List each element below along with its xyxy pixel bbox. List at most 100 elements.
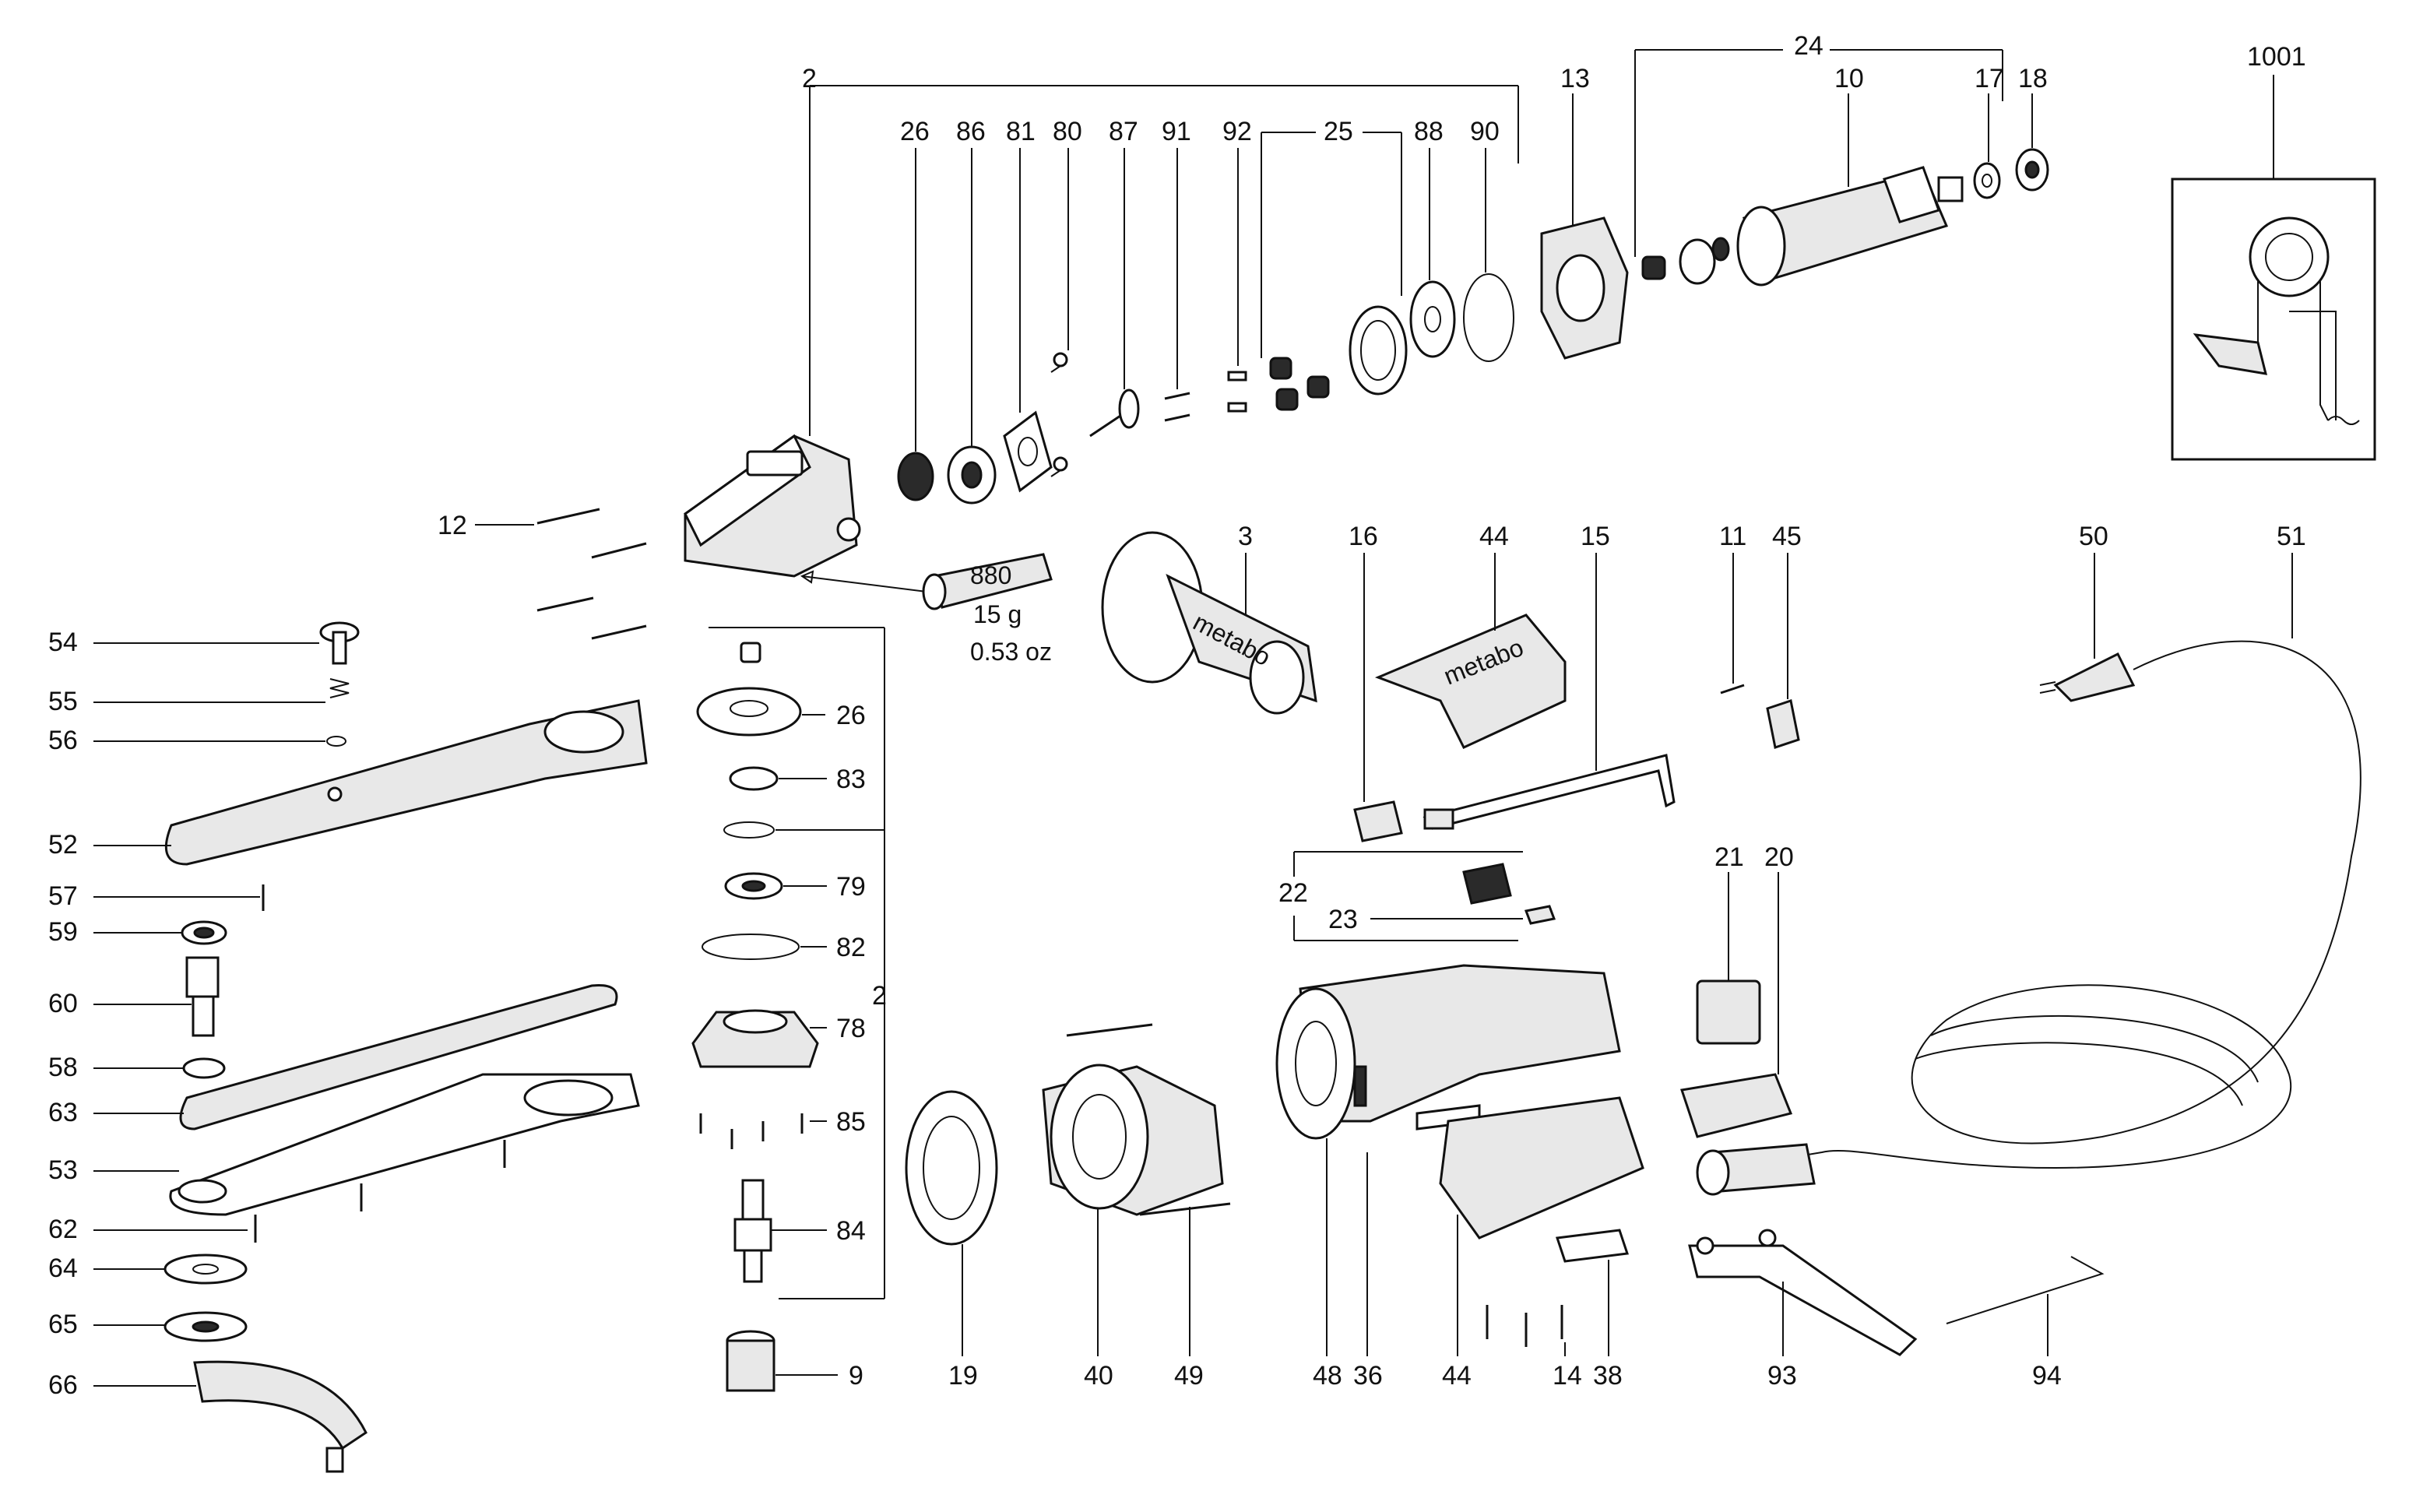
screws-85-part [699,1113,804,1149]
callout-c11: 11 [1719,522,1746,551]
callout-c82: 82 [836,933,866,962]
top-cover-44-part: metabo [1374,614,1567,749]
screws-arm-part [254,1140,506,1243]
gear-housing-part [684,434,861,578]
callout-c24: 24 [1794,31,1823,61]
plug-part [1696,1143,1816,1196]
callout-c15: 15 [1581,522,1610,551]
callout-c13: 13 [1560,64,1590,93]
label-38-part [1555,1229,1630,1263]
o-ring-90-part [1463,273,1514,362]
clamp-45-part [1766,699,1800,749]
callout-c23: 23 [1328,905,1358,934]
ring-gear-part [1349,305,1408,396]
washer-17-part [1973,162,2001,199]
gasket-81-part [1003,410,1053,493]
needle-bearing-25-part [1269,357,1330,411]
switch-holder-20-part [1680,1073,1793,1138]
nut-9-part [726,1330,775,1392]
callout-c58: 58 [48,1053,78,1082]
spring-55-part [329,678,350,698]
callout-c1001: 1001 [2247,42,2306,72]
callout-c9: 9 [849,1361,863,1391]
slide-rod-15-part [1423,754,1676,830]
callout-c26b: 26 [836,701,866,730]
callout-c66: 66 [48,1370,78,1400]
callout-c81: 81 [1006,117,1036,146]
spindle-60-part [185,956,220,1037]
callout-c17: 17 [1975,64,2004,93]
callout-c40: 40 [1084,1361,1113,1391]
callout-c65: 65 [48,1310,78,1339]
grease-weight-oz: 0.53 oz [970,638,1052,666]
wiring-diagram-inset [2171,178,2376,461]
circlip-56-part [326,736,346,747]
callout-c92: 92 [1222,117,1252,146]
plug-small-part [740,642,761,663]
callout-c78: 78 [836,1014,866,1043]
callout-c20: 20 [1764,842,1794,872]
power-cable-51-part [1728,640,2361,1169]
callout-c36: 36 [1353,1361,1383,1391]
arm-base-53-part [169,1073,640,1216]
callout-c83: 83 [836,765,866,794]
flange-13-part [1540,216,1629,360]
bottom-cover-44-part [1439,1096,1644,1239]
spindle-84-part [733,1179,772,1283]
switch-part [1462,863,1556,925]
bushing-83-part [729,766,779,791]
bearing-18-part [2015,148,2049,192]
switch-21-part [1696,979,1761,1045]
callout-c52: 52 [48,830,78,860]
screw-80-part [1050,352,1068,477]
callout-c54: 54 [48,628,78,657]
pinion-part [897,452,934,501]
callout-c45: 45 [1772,522,1802,551]
callout-c50: 50 [2079,522,2108,551]
callout-c10: 10 [1834,64,1864,93]
shaft-87-part [1089,389,1140,438]
grease-tube-880-part: 880 15 g 0.53 oz [800,553,1053,666]
spacer-58-part [182,1057,226,1079]
callout-c80: 80 [1053,117,1082,146]
callout-c56: 56 [48,726,78,755]
callout-c87: 87 [1109,117,1138,146]
callout-c93: 93 [1767,1361,1797,1391]
callout-c90: 90 [1470,117,1500,146]
callout-c2top: 2 [802,64,817,93]
callout-c21: 21 [1714,842,1744,872]
callout-c44a: 44 [1479,522,1509,551]
callout-c44b: 44 [1442,1361,1472,1391]
o-ring-82-part [702,934,800,960]
screws-12-part [536,508,647,640]
callout-c88: 88 [1414,117,1444,146]
callout-c53: 53 [48,1155,78,1185]
clamping-nut-65-part [164,1311,248,1342]
bearing-cover-78-part [691,1009,819,1068]
callout-c62: 62 [48,1215,78,1244]
callout-c85: 85 [836,1107,866,1137]
callout-c3: 3 [1238,522,1253,551]
callout-c91: 91 [1162,117,1191,146]
flange-64-part [164,1254,248,1285]
grease-weight-g: 15 g [973,600,1022,628]
bearing-79-part [724,872,783,900]
callout-c84: 84 [836,1216,866,1246]
pivot-pin-54-part [319,621,360,665]
callout-c19: 19 [948,1361,978,1391]
bevel-gear-26-part [696,687,802,737]
screws-14-part [1486,1305,1563,1347]
carbon-brush-49-part [1066,1023,1231,1216]
spanner-93-part [1688,1229,1918,1356]
side-handle-3-part: metabo [1101,531,1317,715]
callout-c12: 12 [438,511,467,540]
callout-c94: 94 [2032,1361,2062,1391]
callout-c14: 14 [1553,1361,1582,1391]
circlip-part [723,821,775,839]
callout-c79: 79 [836,872,866,902]
callout-c25: 25 [1324,117,1353,146]
callout-c38: 38 [1593,1361,1623,1391]
callout-c51: 51 [2277,522,2306,551]
callout-c2mid: 2 [872,981,887,1011]
